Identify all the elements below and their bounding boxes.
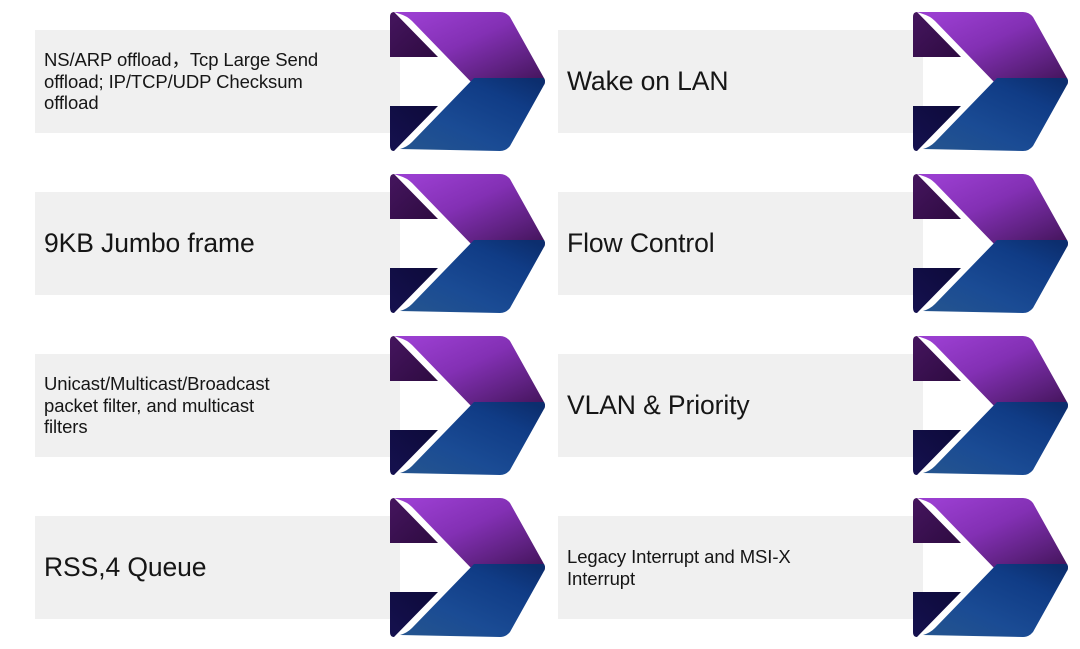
feature-label-vlan-priority: VLAN & Priority <box>567 390 750 420</box>
feature-label-jumbo-frame: 9KB Jumbo frame <box>44 228 255 258</box>
feature-item-vlan-priority[interactable]: VLAN & Priority <box>558 334 1069 477</box>
feature-plate-flow-control: Flow Control <box>558 192 923 295</box>
chevron-arrow-icon-packet-filter <box>388 334 546 477</box>
feature-label-wake-on-lan: Wake on LAN <box>567 66 729 96</box>
feature-item-interrupts[interactable]: Legacy Interrupt and MSI-X Interrupt <box>558 496 1069 639</box>
feature-plate-vlan-priority: VLAN & Priority <box>558 354 923 457</box>
chevron-arrow-icon-flow-control <box>911 172 1069 315</box>
feature-plate-wake-on-lan: Wake on LAN <box>558 30 923 133</box>
feature-plate-rss-queue: RSS,4 Queue <box>35 516 400 619</box>
feature-item-wake-on-lan[interactable]: Wake on LAN <box>558 10 1069 153</box>
chevron-arrow-icon-jumbo-frame <box>388 172 546 315</box>
feature-item-packet-filter[interactable]: Unicast/Multicast/Broadcast packet filte… <box>35 334 546 477</box>
feature-item-jumbo-frame[interactable]: 9KB Jumbo frame <box>35 172 546 315</box>
feature-plate-jumbo-frame: 9KB Jumbo frame <box>35 192 400 295</box>
chevron-arrow-icon-interrupts <box>911 496 1069 639</box>
feature-item-flow-control[interactable]: Flow Control <box>558 172 1069 315</box>
feature-item-ns-arp-offload[interactable]: NS/ARP offload，Tcp Large Send offload; I… <box>35 10 546 153</box>
feature-label-flow-control: Flow Control <box>567 228 715 258</box>
feature-label-ns-arp-offload: NS/ARP offload，Tcp Large Send offload; I… <box>44 49 319 114</box>
chevron-arrow-icon-rss-queue <box>388 496 546 639</box>
chevron-arrow-icon-wake-on-lan <box>911 10 1069 153</box>
feature-label-packet-filter: Unicast/Multicast/Broadcast packet filte… <box>44 373 270 438</box>
feature-item-rss-queue[interactable]: RSS,4 Queue <box>35 496 546 639</box>
feature-plate-ns-arp-offload: NS/ARP offload，Tcp Large Send offload; I… <box>35 30 400 133</box>
feature-label-interrupts: Legacy Interrupt and MSI-X Interrupt <box>567 545 791 589</box>
feature-label-rss-queue: RSS,4 Queue <box>44 552 207 582</box>
chevron-arrow-icon-ns-arp-offload <box>388 10 546 153</box>
chevron-arrow-icon-vlan-priority <box>911 334 1069 477</box>
feature-plate-interrupts: Legacy Interrupt and MSI-X Interrupt <box>558 516 923 619</box>
feature-plate-packet-filter: Unicast/Multicast/Broadcast packet filte… <box>35 354 400 457</box>
